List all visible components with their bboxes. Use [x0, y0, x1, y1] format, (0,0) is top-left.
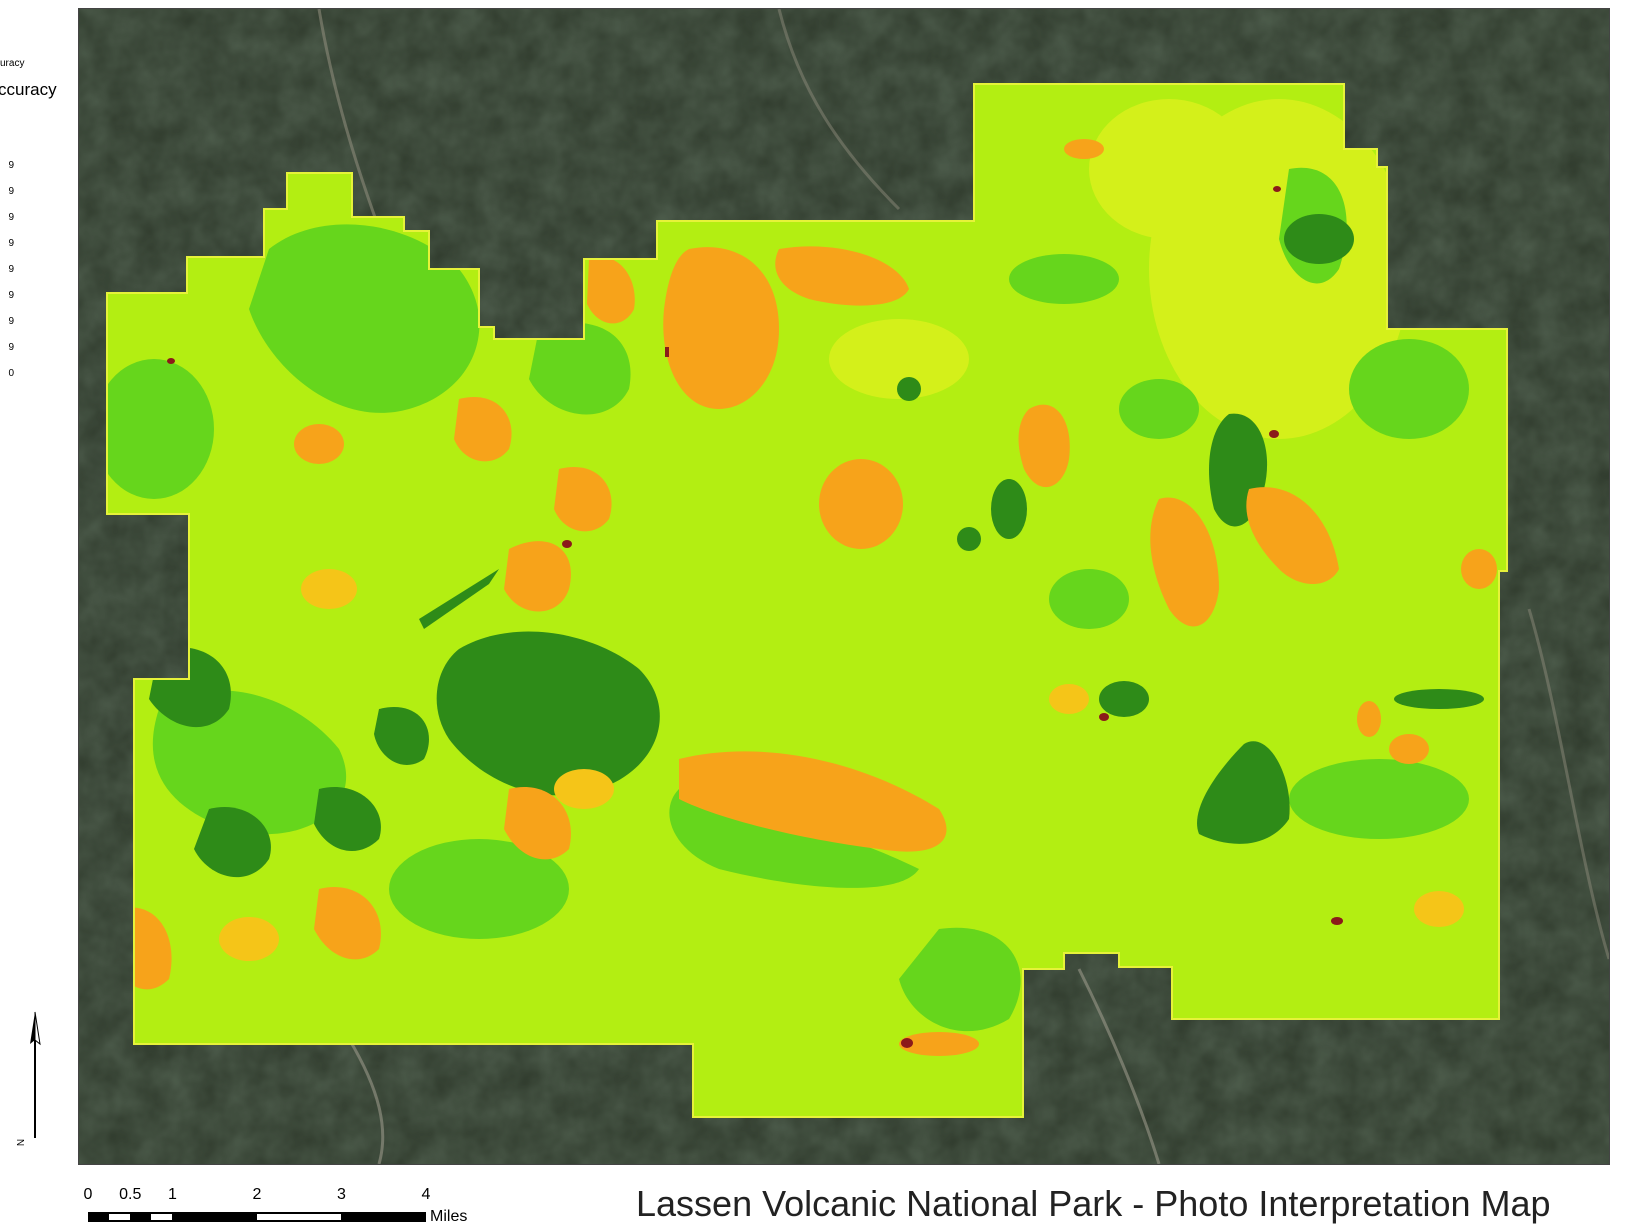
legend-item-label: 9 — [8, 264, 14, 275]
road-line — [1077, 968, 1161, 1164]
scale-bar-tick-label: 1 — [168, 1186, 177, 1203]
overlay-dark-red-spots — [167, 186, 1343, 1048]
legend-item-label: 9 — [8, 238, 14, 249]
park-boundary — [106, 83, 1508, 1118]
road-line — [777, 9, 901, 211]
legend-item-label: 9 — [8, 186, 14, 197]
map-frame[interactable] — [78, 8, 1610, 1165]
legend-item-label: 9 — [8, 290, 14, 301]
overlay-green-zones — [107, 167, 1469, 1032]
scale-bar-tick-label: 4 — [421, 1186, 431, 1203]
overlay-light-zones — [829, 99, 1409, 439]
legend-item-label: 9 — [8, 160, 14, 171]
north-arrow — [20, 1010, 50, 1160]
legend-item-label: 9 — [8, 316, 14, 327]
legend-item-label: 0 — [8, 368, 14, 379]
legend-subtitle: uracy — [0, 58, 25, 69]
scale-bar: 0 0.5 1 2 3 4 Miles — [80, 1186, 500, 1226]
map-canvas — [79, 9, 1609, 1164]
scale-bar-units: Miles — [430, 1208, 468, 1225]
scale-bar-tick-label: 0 — [83, 1186, 93, 1203]
north-arrow-icon — [30, 1011, 41, 1138]
park-overlay — [107, 84, 1507, 1117]
overlay-yellow-orange-zones — [219, 569, 1464, 961]
legend-item-label: 9 — [8, 212, 14, 223]
legend-heading: ccuracy — [0, 80, 57, 99]
legend-item-label: 9 — [8, 342, 14, 353]
map-title: Lassen Volcanic National Park - Photo In… — [636, 1183, 1551, 1224]
legend: uracy ccuracy 9 9 9 9 9 9 9 9 0 — [0, 0, 78, 420]
scale-bar-graphic — [88, 1212, 426, 1222]
road-line — [347, 1038, 385, 1164]
overlay-orange-zones — [114, 139, 1497, 1056]
scale-bar-tick-label: 3 — [337, 1186, 346, 1203]
road-line — [1527, 608, 1609, 960]
north-label: N — [16, 1138, 28, 1147]
scale-bar-tick-label: 2 — [252, 1186, 262, 1203]
scale-bar-tick-label: 0.5 — [119, 1186, 142, 1203]
